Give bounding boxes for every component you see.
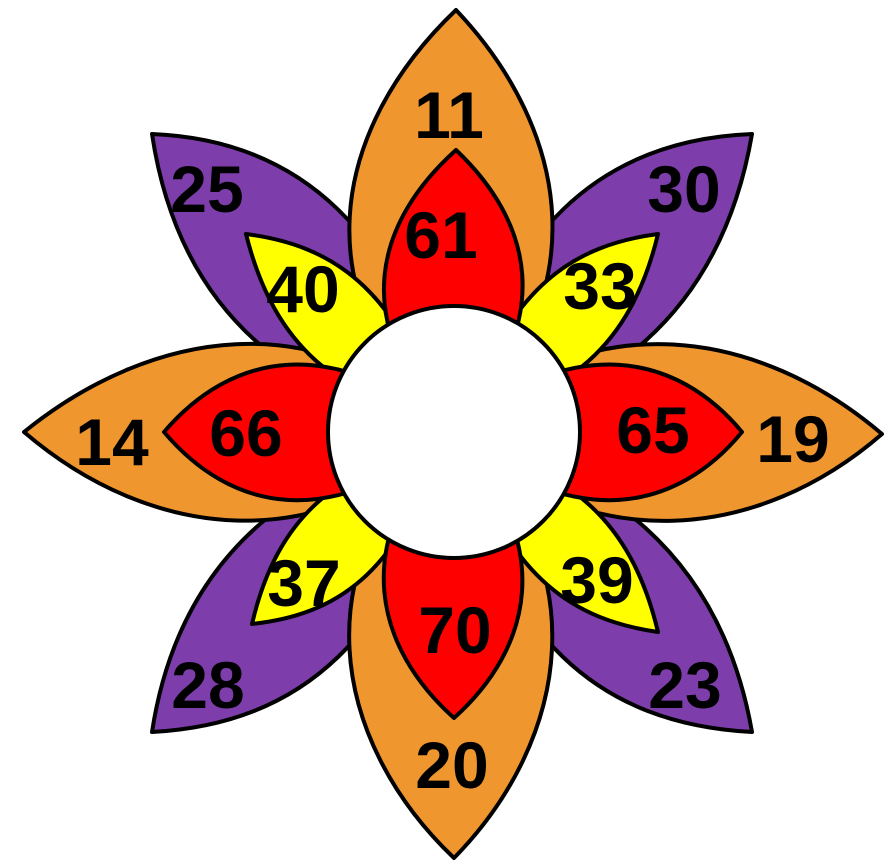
number-yellow-top-right: 33 xyxy=(563,249,636,323)
number-yellow-top-left: 40 xyxy=(266,252,339,326)
number-purple-top-right: 30 xyxy=(647,152,720,226)
number-purple-bottom-right: 23 xyxy=(648,648,721,722)
number-red-bottom: 70 xyxy=(418,593,491,667)
number-orange-right: 19 xyxy=(756,402,829,476)
number-yellow-bottom-right: 39 xyxy=(560,543,633,617)
number-orange-bottom: 20 xyxy=(415,728,488,802)
number-orange-top: 11 xyxy=(414,78,484,152)
number-red-top: 61 xyxy=(404,198,477,272)
number-red-left: 66 xyxy=(209,396,282,470)
number-orange-left: 14 xyxy=(75,405,149,479)
number-red-right: 65 xyxy=(616,393,689,467)
number-purple-top-left: 25 xyxy=(170,152,243,226)
center-circle xyxy=(328,306,580,558)
number-purple-bottom-left: 28 xyxy=(171,648,244,722)
number-yellow-bottom-left: 37 xyxy=(267,546,340,620)
